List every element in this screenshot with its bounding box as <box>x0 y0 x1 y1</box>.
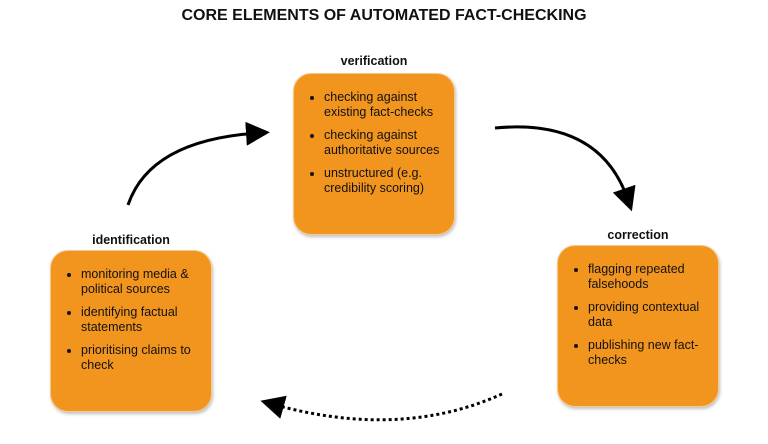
arrow-correction-to-identification-dashed <box>260 392 503 422</box>
list-item: checking against authoritative sources <box>324 128 446 158</box>
stage-label-verification: verification <box>340 54 408 68</box>
list-item: providing contextual data <box>588 300 710 330</box>
list-item: publishing new fact-checks <box>588 338 710 368</box>
list-item: identifying factual statements <box>81 305 203 335</box>
list-item: checking against existing fact-checks <box>324 90 446 120</box>
stage-box-identification: monitoring media & political sources ide… <box>50 250 212 412</box>
list-item: unstructured (e.g. credibility scoring) <box>324 166 446 196</box>
arrow-identification-to-verification <box>126 121 270 206</box>
stage-label-correction: correction <box>607 228 669 242</box>
stage-box-correction: flagging repeated falsehoods providing c… <box>557 245 719 407</box>
list-item: prioritising claims to check <box>81 343 203 373</box>
diagram-title: CORE ELEMENTS OF AUTOMATED FACT-CHECKING <box>181 7 587 24</box>
stage-label-identification: identification <box>92 233 170 247</box>
list-item: monitoring media & political sources <box>81 267 203 297</box>
stage-box-verification: checking against existing fact-checks ch… <box>293 73 455 235</box>
list-item: flagging repeated falsehoods <box>588 262 710 292</box>
arrow-verification-to-correction <box>494 125 636 212</box>
